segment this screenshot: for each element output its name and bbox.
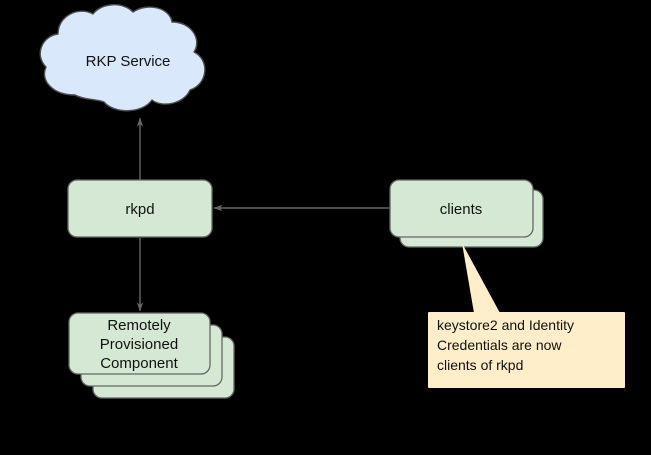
cloud-shape xyxy=(39,4,206,112)
node-label-rkpd: rkpd xyxy=(125,201,154,218)
node-remotely-provisioned-component[interactable]: Remotely Provisioned Component xyxy=(68,312,235,399)
node-label-rpc-line-3: Component xyxy=(100,355,178,372)
callout-line-3: clients of rkpd xyxy=(437,357,523,373)
callout-tail xyxy=(462,243,500,313)
node-label-rkp-service: RKP Service xyxy=(86,53,171,70)
callout-line-1: keystore2 and Identity xyxy=(437,317,574,333)
node-label-clients: clients xyxy=(440,201,483,218)
node-clients[interactable]: clients xyxy=(389,179,544,248)
node-label-rpc-line-2: Provisioned xyxy=(100,336,178,353)
node-rkpd[interactable]: rkpd xyxy=(67,179,213,238)
node-label-rpc-line-1: Remotely xyxy=(107,317,171,334)
node-shape-rkpd xyxy=(67,179,213,238)
callout-clients-note[interactable]: keystore2 and Identity Credentials are n… xyxy=(428,243,625,388)
node-shape-rpc-front xyxy=(68,312,211,375)
callout-body xyxy=(428,312,625,388)
callout-line-2: Credentials are now xyxy=(437,337,562,353)
node-rkp-service[interactable]: RKP Service xyxy=(39,4,206,112)
